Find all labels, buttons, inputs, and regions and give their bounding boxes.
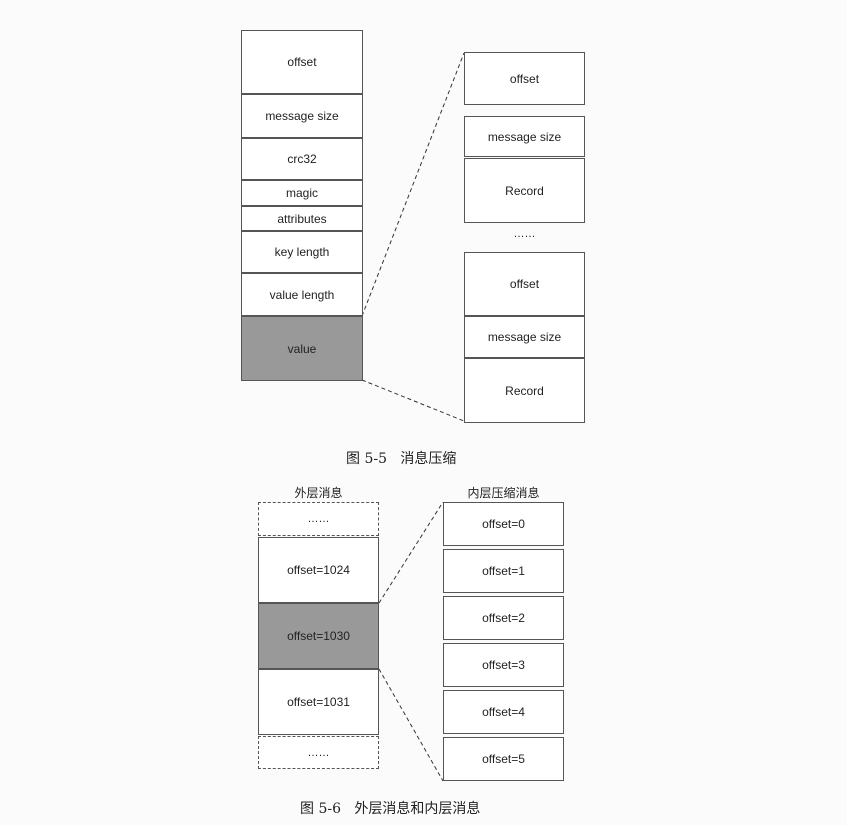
zoom-line-top-5-5	[361, 52, 465, 317]
inner-offset-1: offset	[464, 52, 585, 105]
inner-offset-0: offset=0	[443, 502, 564, 546]
field-crc32: crc32	[241, 138, 363, 180]
field-attributes: attributes	[241, 206, 363, 231]
outer-ellipsis-bottom: ……	[258, 736, 379, 769]
inner-offset-1: offset=1	[443, 549, 564, 593]
inner-offset-2: offset=2	[443, 596, 564, 640]
inner-offset-2: offset	[464, 252, 585, 316]
field-value-length: value length	[241, 273, 363, 316]
outer-offset-1030: offset=1030	[258, 603, 379, 669]
caption-5-6: 图 5-6 外层消息和内层消息	[300, 801, 481, 817]
ellipsis-5-5: ……	[513, 228, 536, 240]
zoom-line-bottom-5-5	[361, 379, 465, 422]
field-message-size: message size	[241, 94, 363, 138]
inner-record-2: Record	[464, 358, 585, 423]
zoom-line-top-5-6	[378, 501, 444, 604]
zoom-line-bottom-5-6	[378, 668, 444, 782]
field-offset: offset	[241, 30, 363, 94]
field-magic: magic	[241, 180, 363, 206]
inner-offset-5: offset=5	[443, 737, 564, 781]
inner-message-size-1: message size	[464, 116, 585, 157]
field-value: value	[241, 316, 363, 381]
inner-offset-3: offset=3	[443, 643, 564, 687]
outer-offset-1031: offset=1031	[258, 669, 379, 735]
field-key-length: key length	[241, 231, 363, 273]
inner-offset-4: offset=4	[443, 690, 564, 734]
outer-offset-1024: offset=1024	[258, 537, 379, 603]
inner-message-title: 内层压缩消息	[467, 486, 540, 500]
inner-record-1: Record	[464, 158, 585, 223]
inner-message-size-2: message size	[464, 316, 585, 358]
outer-message-title: 外层消息	[294, 486, 343, 500]
outer-ellipsis-top: ……	[258, 502, 379, 536]
caption-5-5: 图 5-5 消息压缩	[346, 451, 457, 467]
